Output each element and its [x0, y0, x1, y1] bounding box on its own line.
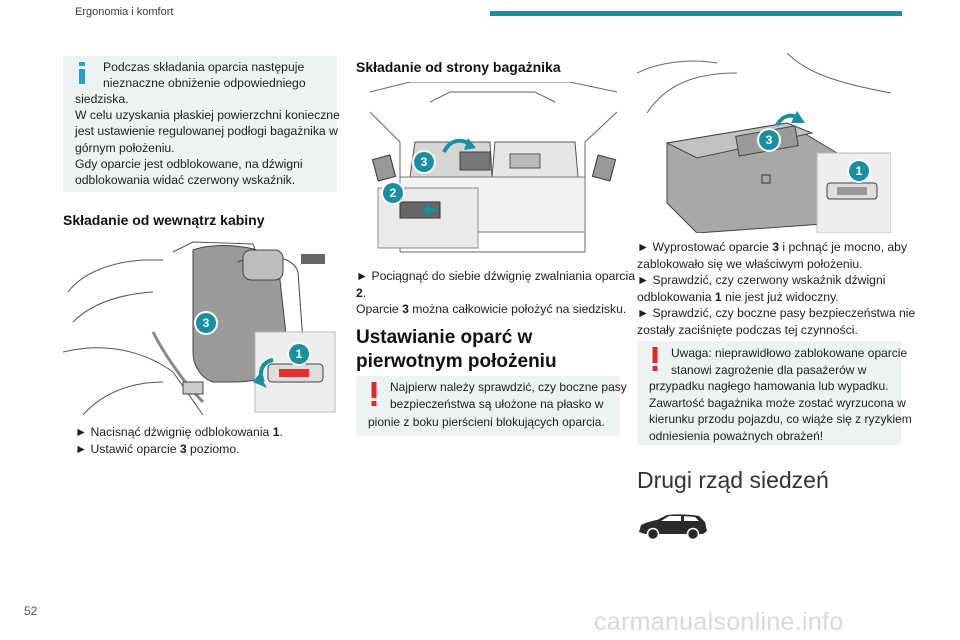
trunk-step-1-ref: 2. [356, 285, 367, 300]
warning-box-lock: Uwaga: nieprawidłowo zablokowane oparcie… [637, 341, 912, 445]
trunk-illustration [370, 82, 617, 253]
badge-1: 1 [289, 344, 309, 364]
badge-3: 3 [414, 152, 434, 172]
info-icon [79, 62, 85, 84]
right-steps: ► Wyprostować oparcie 3 i pchnąć je mocn… [637, 240, 916, 337]
section-heading-trunk: Składanie od strony bagażnika [356, 59, 561, 75]
cabin-steps: ► Nacisnąć dźwignię odblokowania 1. ► Us… [75, 424, 283, 457]
warning-first-lines: Najpierw należy sprawdzić, czy boczne pa… [390, 380, 627, 411]
badge-2: 2 [383, 183, 403, 203]
illustration-trunk: 3 2 [370, 82, 617, 262]
illustration-cabin-seat: 3 1 [63, 232, 337, 415]
right-step-3: ► Sprawdzić, czy boczne pasy bezpieczeńs… [637, 306, 916, 320]
right-step-1: ► Wyprostować oparcie 3 i pchnąć je mocn… [637, 240, 908, 254]
trunk-steps: ► Pociągnąć do siebie dźwignię zwalniani… [356, 268, 635, 318]
warning-first-lines: Uwaga: nieprawidłowo zablokowane oparcie… [671, 346, 908, 377]
section-heading-cabin: Składanie od wewnątrz kabiny [63, 212, 265, 228]
warning-text: przypadku nagłego hamowania lub wypadku.… [649, 379, 912, 443]
exclamation-icon [371, 382, 377, 406]
seat-upright-illustration [637, 53, 891, 233]
chapter-title: Drugi rząd siedzeń [637, 467, 829, 493]
trunk-step-1: ► Pociągnąć do siebie dźwignię zwalniani… [356, 269, 635, 283]
page-number: 52 [24, 604, 38, 618]
watermark: carmanualsonline.info [594, 608, 844, 636]
badge-3: 3 [759, 130, 779, 150]
section-title: Ergonomia i komfort [75, 6, 174, 18]
warning-text: pionie z boku pierścieni blokujących opa… [368, 415, 605, 429]
badge-1: 1 [849, 161, 869, 181]
right-step-2: ► Sprawdzić, czy czerwony wskaźnik dźwig… [637, 273, 886, 287]
section-heading-reset: Ustawianie oparć w pierwotnym położeniu [356, 327, 557, 372]
cabin-step-1: ► Nacisnąć dźwignię odblokowania 1. [75, 425, 283, 439]
cabin-step-2: ► Ustawić oparcie 3 poziomo. [75, 441, 240, 456]
badge-3: 3 [196, 313, 216, 333]
suv-car-icon [639, 514, 707, 541]
header-accent-bar [490, 11, 902, 16]
info-box: Podczas składania oparcia następuje niez… [63, 56, 340, 192]
info-text: siedziska. W celu uzyskania płaskiej pow… [75, 92, 340, 188]
info-first-lines: Podczas składania oparcia następuje niez… [103, 60, 306, 91]
seat-illustration [63, 241, 336, 415]
illustration-seat-upright: 3 1 [637, 53, 891, 233]
exclamation-icon [652, 347, 658, 371]
trunk-note: Oparcie 3 można całkowicie położyć na si… [356, 302, 627, 316]
warning-box-reset: Najpierw należy sprawdzić, czy boczne pa… [356, 376, 627, 436]
